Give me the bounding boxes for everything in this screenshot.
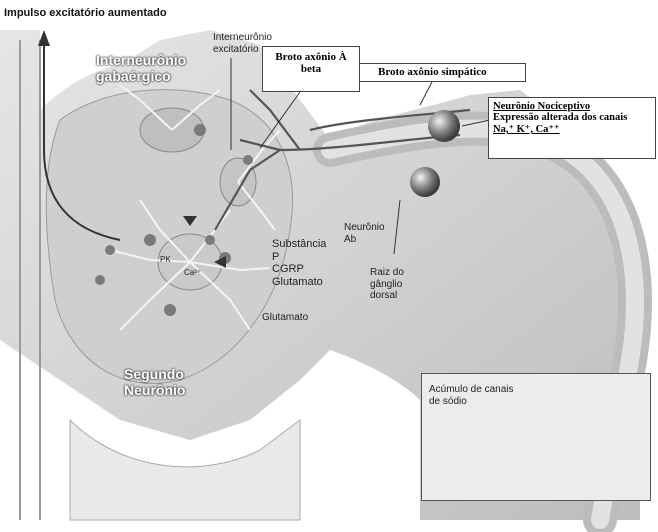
diagram-title: Impulso excitatório aumentado	[4, 7, 167, 20]
cgrp-label: CGRP	[272, 263, 332, 276]
second-neuron-label: Segundo Neurônio	[124, 366, 224, 398]
sodium-channel-label: Acúmulo de canais de sódio	[429, 384, 519, 407]
substancia-p-label: Substância P	[272, 238, 332, 263]
dorsal-root-label: Raiz do gânglio dorsal	[370, 267, 430, 302]
ab-ganglion	[410, 167, 440, 197]
nociceptive-channels: Expressão alterada dos canais	[493, 112, 651, 123]
neurotransmitters-label: Substância P CGRP Glutamato	[272, 238, 332, 289]
neuron-ab-label: Neurônio Ab	[344, 222, 394, 245]
abeta-sprout-label: Broto axônio À beta	[262, 46, 360, 92]
calcium-label: Ca²⁺	[184, 268, 201, 277]
pk-label: PK	[160, 255, 171, 264]
sympathetic-sprout-label: Broto axônio simpático	[359, 63, 526, 82]
nociceptive-ganglion	[428, 110, 460, 142]
nociceptive-ions: Na,⁺ K⁺, Ca⁺⁺	[493, 123, 651, 135]
nociceptive-neuron-box: Neurônio Nociceptivo Expressão alterada …	[488, 97, 656, 159]
nociceptive-title: Neurônio Nociceptivo	[493, 101, 651, 112]
interneuron-gabaergic-label: Interneurônio gabaérgico	[96, 52, 206, 84]
glutamato-label-2: Glutamato	[262, 312, 308, 324]
glutamato-label-1: Glutamato	[272, 276, 332, 289]
